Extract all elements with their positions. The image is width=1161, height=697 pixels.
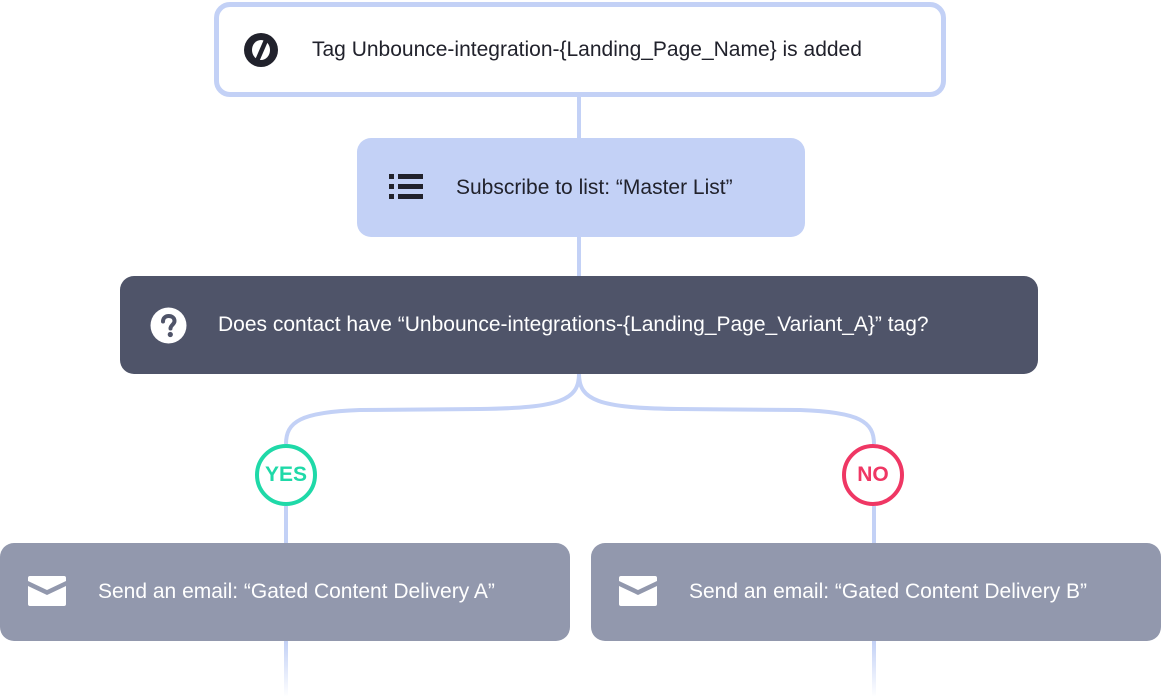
no-branch-badge: NO [842, 444, 904, 506]
connector-email-b-out [872, 641, 876, 697]
connector-email-a-out [284, 641, 288, 697]
send-email-label-a: Send an email: “Gated Content Delivery A… [98, 580, 495, 603]
trigger-label: Tag Unbounce-integration-{Landing_Page_N… [312, 37, 862, 61]
connector-branch-no [577, 373, 876, 445]
send-email-node-b[interactable]: Send an email: “Gated Content Delivery B… [591, 543, 1161, 641]
condition-node[interactable]: Does contact have “Unbounce-integrations… [120, 276, 1038, 374]
subscribe-node[interactable]: Subscribe to list: “Master List” [357, 138, 805, 237]
envelope-icon [28, 575, 66, 607]
envelope-icon [619, 575, 657, 607]
condition-label: Does contact have “Unbounce-integrations… [218, 313, 929, 336]
yes-branch-badge: YES [255, 444, 317, 506]
connector-branch-yes [284, 373, 581, 445]
question-circle-icon [150, 307, 187, 344]
unbounce-logo-icon [243, 32, 279, 68]
subscribe-label: Subscribe to list: “Master List” [456, 175, 733, 199]
list-icon [389, 174, 423, 200]
trigger-node[interactable]: Tag Unbounce-integration-{Landing_Page_N… [214, 2, 946, 97]
send-email-node-a[interactable]: Send an email: “Gated Content Delivery A… [0, 543, 570, 641]
send-email-label-b: Send an email: “Gated Content Delivery B… [689, 580, 1088, 603]
